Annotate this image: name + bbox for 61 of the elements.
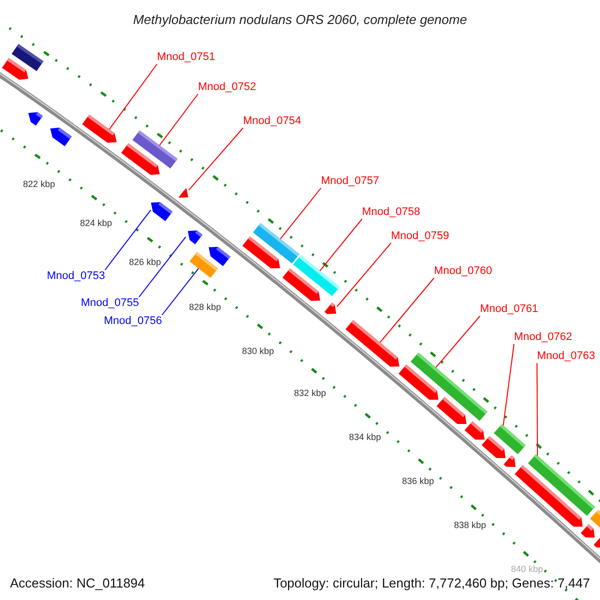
- gene-bar: [590, 510, 600, 528]
- gene-block: [150, 202, 173, 222]
- leader-line: [159, 94, 198, 146]
- leader-line: [188, 128, 244, 191]
- gene-block: [28, 112, 43, 126]
- gene-block: [50, 128, 72, 146]
- leader-line: [108, 64, 158, 130]
- gene-block: [580, 524, 595, 538]
- gene-block: [208, 246, 230, 266]
- gene-label: Mnod_0760: [434, 265, 492, 278]
- gene-block: [2, 58, 28, 80]
- gene-block: [594, 536, 600, 548]
- position-label: 830 kbp: [242, 346, 274, 356]
- gene-block: [178, 188, 188, 198]
- position-label: 834 kbp: [348, 432, 382, 442]
- gene-bar: [528, 454, 595, 516]
- gene-bar: [132, 130, 178, 168]
- gene-label: Mnod_0759: [391, 230, 450, 243]
- gene-bar: [293, 255, 340, 296]
- position-label: 840 kbp: [510, 564, 544, 574]
- leader-line: [280, 188, 322, 240]
- title: Methylobacterium nodulans ORS 2060, complete genome: [132, 11, 468, 29]
- gene-label: Mnod_0758: [362, 206, 420, 219]
- position-label: 838 kbp: [454, 520, 486, 530]
- leader-line: [162, 268, 200, 316]
- gene-label: Mnod_0757: [321, 175, 380, 188]
- gene-bar: [12, 44, 44, 72]
- leader-line: [536, 362, 538, 456]
- gene-bar: [252, 223, 300, 264]
- gene-block: [464, 421, 485, 440]
- gene-block: [504, 455, 516, 467]
- leader-line: [104, 210, 152, 270]
- footer-text: Topology: circular; Length: 7,772,460 bp; Genes: 7,447: [273, 576, 590, 590]
- leader-line: [319, 218, 362, 272]
- gene-label: Mnod_0763: [537, 350, 596, 363]
- leader-line: [502, 344, 514, 426]
- gene-label: Mnod_0756: [104, 315, 162, 328]
- position-label: 836 kbp: [402, 476, 434, 486]
- position-label: 822 kbp: [22, 179, 56, 189]
- position-label: 832 kbp: [294, 388, 326, 398]
- leader-line: [336, 242, 392, 308]
- gene-label: Mnod_0761: [480, 303, 538, 316]
- footer-text: Accession: NC_011894: [10, 576, 145, 590]
- gene-label: Mnod_0755: [80, 297, 139, 310]
- gene-block: [346, 320, 400, 367]
- gene-label: Mnod_0752: [198, 81, 256, 94]
- leader-line: [380, 278, 434, 343]
- position-label: 828 kbp: [188, 302, 222, 312]
- gene-block: [188, 230, 202, 244]
- gene-bar: [494, 424, 526, 454]
- leader-line: [138, 236, 186, 298]
- gene-block: [82, 114, 117, 143]
- gene-block: [324, 302, 336, 314]
- gene-label: Mnod_0753: [46, 270, 105, 283]
- position-label: 824 kbp: [80, 218, 112, 228]
- gene-label: Mnod_0751: [157, 51, 216, 64]
- gene-label: Mnod_0754: [243, 115, 302, 128]
- leader-line: [435, 316, 480, 368]
- gene-block: [436, 397, 466, 424]
- position-label: 826 kbp: [128, 257, 162, 267]
- gene-label: Mnod_0762: [514, 331, 572, 344]
